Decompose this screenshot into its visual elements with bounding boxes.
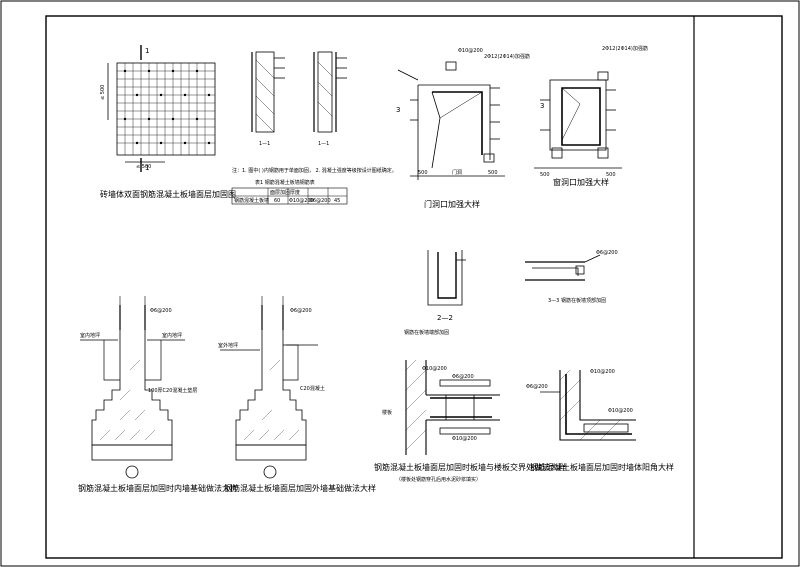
footing-exterior-detail: Φ6@200 室外地坪 C20混凝土 钢筋混凝土板墙面层加固外墙基础做法大样: [218, 296, 376, 493]
grid-plan-detail: 1 1 ≤ 500 ≤ 500 砖墙体双面钢筋混凝土板墙面层加固图: [100, 45, 236, 199]
window-opening-detail: 2Φ12(2Φ14)加强筋 3 500 500 窗洞口加强大样: [534, 45, 648, 187]
grid-plan-caption: 砖墙体双面钢筋混凝土板墙面层加固图: [100, 189, 236, 199]
window-section-mark: 3: [540, 102, 544, 110]
junction-label-4: Φ10@200: [452, 436, 477, 442]
corner-wall-caption: 钢筋混凝土板墙面层加固时墙体阳角大样: [530, 462, 674, 472]
window-dim-2: 500: [606, 172, 616, 178]
section-2-2-detail: 2—2 钢筋在板墙端部加固: [404, 250, 466, 336]
door-dim-3: 500: [488, 170, 498, 176]
section-3-3-rebar: Φ6@200: [596, 250, 618, 256]
junction-label-2: Φ6@200: [452, 374, 474, 380]
footing-interior-label-4: 100厚C20混凝土垫层: [148, 387, 197, 394]
grid-dim-horizontal: ≤ 500: [136, 164, 151, 170]
section-2-2-caption: 钢筋在板墙端部加固: [404, 329, 449, 336]
grid-section-mark-top: 1: [145, 47, 149, 55]
corner-label-2: Φ6@200: [526, 384, 548, 390]
table-row-label: 钢筋混凝土板墙: [234, 197, 269, 204]
floor-junction-detail: Φ10@200 Φ6@200 楼板 Φ10@200 钢筋混凝土板墙面层加固时板墙…: [374, 359, 566, 483]
door-rebar-label: 2Φ12(2Φ14)加强筋: [484, 53, 530, 60]
wall-sections-detail: 1—1 1—1 注：1. 图中( )内钢筋用于单面加固， 2. 混凝土强度等级按…: [231, 51, 397, 205]
table-cell-3: Φ6@200: [309, 198, 331, 204]
junction-label-1: Φ10@200: [422, 366, 447, 372]
rebar-table-title: 表1 钢筋混凝土板墙钢筋表: [255, 179, 315, 186]
grid-dim-vertical: ≤ 500: [100, 85, 106, 100]
floor-junction-subcaption: （楼板处钢筋穿孔后用水泥砂浆填实）: [396, 476, 481, 483]
section-1-1-label-a: 1—1: [259, 141, 270, 147]
table-header-1: 面层加固厚度: [270, 189, 300, 196]
section-3-3-detail: Φ6@200 3—3 钢筋在板墙顶部加固: [525, 250, 618, 304]
door-section-mark: 3: [396, 106, 400, 114]
footing-interior-label-3: Φ6@200: [150, 308, 172, 314]
footing-exterior-label-1: Φ6@200: [290, 308, 312, 314]
floor-junction-caption: 钢筋混凝土板墙面层加固时板墙与楼板交界处做法大样: [374, 462, 566, 472]
section-2-2-label: 2—2: [437, 314, 453, 322]
table-cell-1: 60: [274, 198, 280, 204]
grid-section-mark-bottom: 1: [145, 164, 149, 172]
inner-border: [45, 15, 783, 559]
junction-label-3: 楼板: [382, 409, 392, 416]
door-rebar-top: Φ10@200: [458, 48, 483, 54]
footing-exterior-label-3: C20混凝土: [300, 385, 325, 392]
footing-exterior-label-2: 室外地坪: [218, 342, 238, 349]
footing-interior-label-2: 室内地坪: [162, 332, 182, 339]
table-cell-2: Φ10@200: [289, 198, 314, 204]
wall-note: 注：1. 图中( )内钢筋用于单面加固， 2. 混凝土强度等级按设计图纸确定。: [232, 167, 397, 174]
corner-wall-detail: Φ10@200 Φ6@200 Φ10@200 钢筋混凝土板墙面层加固时墙体阳角大…: [526, 369, 674, 472]
section-1-1-label-b: 1—1: [318, 141, 329, 147]
footing-interior-caption: 钢筋混凝土板墙面层加固时内墙基础做法大样: [78, 483, 238, 493]
door-dim-2: 门洞: [452, 169, 462, 176]
footing-interior-label-1: 室内地坪: [80, 332, 100, 339]
door-opening-caption: 门洞口加强大样: [424, 199, 480, 209]
window-opening-caption: 窗洞口加强大样: [553, 177, 609, 187]
window-dim-1: 500: [540, 172, 550, 178]
corner-label-1: Φ10@200: [590, 369, 615, 375]
door-dim-1: 500: [418, 170, 428, 176]
door-opening-detail: Φ10@200 2Φ12(2Φ14)加强筋 3 500 门洞 500 门洞口加强…: [396, 48, 530, 209]
footing-interior-detail: 室内地坪 室内地坪 Φ6@200 100厚C20混凝土垫层 钢筋混凝土板墙面层加…: [78, 296, 238, 493]
section-3-3-caption: 3—3 钢筋在板墙顶部加固: [548, 297, 606, 304]
window-rebar-label: 2Φ12(2Φ14)加强筋: [602, 45, 648, 52]
corner-label-3: Φ10@200: [608, 408, 633, 414]
footing-exterior-caption: 钢筋混凝土板墙面层加固外墙基础做法大样: [224, 483, 376, 493]
table-cell-4: 45: [334, 198, 340, 204]
